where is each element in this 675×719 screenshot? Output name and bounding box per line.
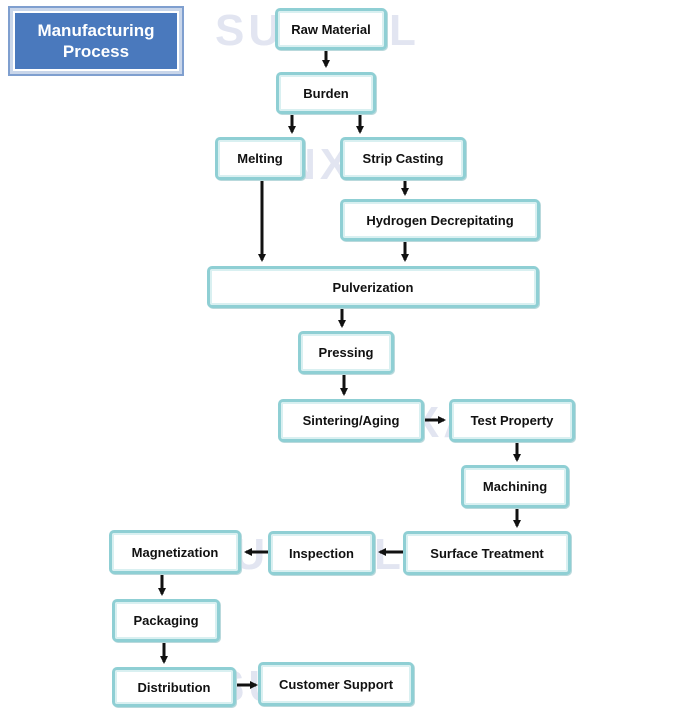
node-inspection: Inspection (268, 531, 375, 575)
node-distribution: Distribution (112, 667, 236, 707)
node-strip-casting: Strip Casting (340, 137, 466, 180)
node-sintering-aging: Sintering/Aging (278, 399, 424, 442)
node-pulverization: Pulverization (207, 266, 539, 308)
node-raw-material: Raw Material (275, 8, 387, 50)
node-surface-treatment: Surface Treatment (403, 531, 571, 575)
node-packaging: Packaging (112, 599, 220, 642)
node-melting: Melting (215, 137, 305, 180)
node-magnetization: Magnetization (109, 530, 241, 574)
node-test-property: Test Property (449, 399, 575, 442)
diagram-title: Manufacturing Process (8, 6, 184, 76)
node-pressing: Pressing (298, 331, 394, 374)
node-burden: Burden (276, 72, 376, 114)
node-customer-support: Customer Support (258, 662, 414, 706)
node-machining: Machining (461, 465, 569, 508)
node-hydrogen-decrepitating: Hydrogen Decrepitating (340, 199, 540, 241)
